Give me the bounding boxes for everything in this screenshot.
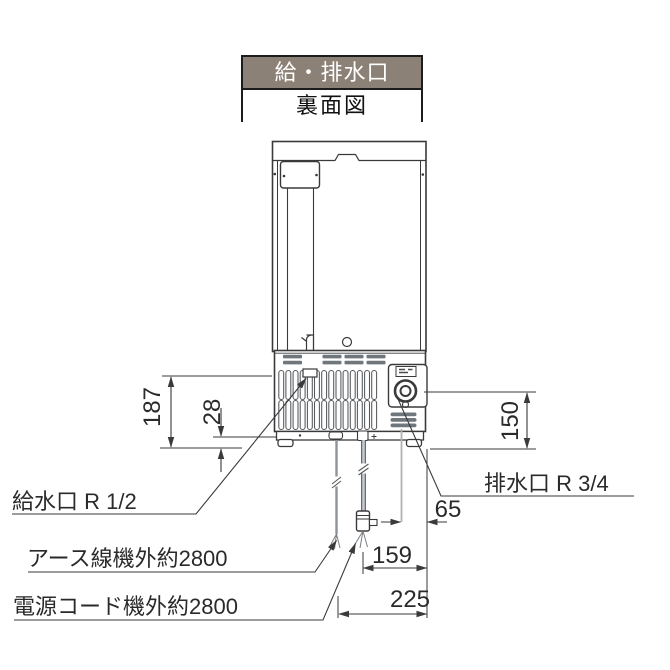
dimension-lines xyxy=(167,376,531,618)
plug-prong xyxy=(368,518,378,527)
right-foot xyxy=(405,438,423,448)
power-plug xyxy=(355,510,371,532)
dim-159-label: 159 xyxy=(371,542,413,569)
cord-anchor xyxy=(328,431,344,440)
power-cord-label: 電源コード機外約2800 xyxy=(13,594,238,619)
title-subheader: 裏面図 xyxy=(243,88,421,122)
leader-lines xyxy=(12,368,634,621)
cord-gland xyxy=(356,430,369,442)
access-panel xyxy=(279,160,321,189)
drain-outlet-label: 排水口 R 3/4 xyxy=(484,471,609,496)
top-fold-line xyxy=(272,153,426,162)
base-frame xyxy=(275,430,425,448)
extension-lines xyxy=(160,375,536,618)
plug-ribs xyxy=(356,515,370,520)
water-pipe-hook xyxy=(301,334,315,351)
drain-outlet-leader xyxy=(397,398,634,497)
drain-port-inner xyxy=(399,385,412,397)
title-box: 給・排水口 裏面図 xyxy=(241,55,423,122)
base-cross-mark xyxy=(371,434,377,439)
drain-panel-screw xyxy=(401,400,410,409)
upper-cabinet xyxy=(271,140,427,353)
wire-break-mark xyxy=(331,476,342,489)
dim-28-label: 28 xyxy=(199,398,226,426)
water-inlet-leader xyxy=(12,377,307,515)
dim-65-label: 65 xyxy=(434,496,462,523)
left-foot xyxy=(277,438,294,448)
earth-wire-end xyxy=(329,533,341,550)
dim-187-label: 187 xyxy=(139,386,166,428)
earth-wire xyxy=(329,440,342,550)
drain-panel-label-plate xyxy=(395,366,417,377)
power-cord-leader xyxy=(14,542,357,621)
water-inlet-clamp xyxy=(302,368,318,378)
screw-dots xyxy=(273,172,425,178)
lower-compartment xyxy=(273,349,428,433)
earth-wire-leader xyxy=(28,539,337,573)
drain-port-outer xyxy=(393,379,418,403)
cord-break-mark xyxy=(358,463,369,476)
dim-225-label: 225 xyxy=(389,586,431,613)
title-header: 給・排水口 xyxy=(243,57,421,88)
back-panel-hole xyxy=(341,336,353,348)
base-dot xyxy=(298,434,302,437)
dim-150-label: 150 xyxy=(497,400,524,442)
earth-wire-label: アース線機外約2800 xyxy=(27,546,228,571)
power-cord xyxy=(353,440,378,549)
drain-side-slats xyxy=(390,412,417,428)
water-inlet-label: 給水口 R 1/2 xyxy=(12,489,137,514)
label-plate-marks xyxy=(399,368,413,374)
base-rail xyxy=(275,430,425,441)
